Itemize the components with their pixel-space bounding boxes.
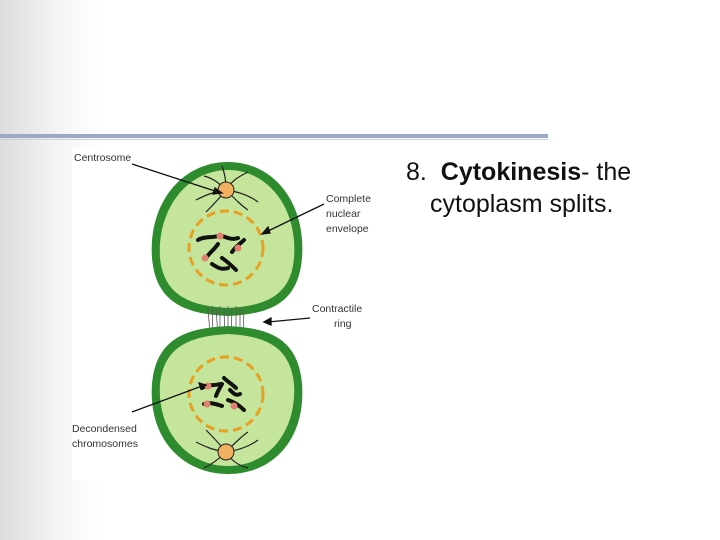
label-nuclear: nuclear: [326, 208, 361, 220]
bottom-nucleus-envelope: [187, 355, 265, 433]
top-centrosome-dot: [217, 181, 235, 199]
label-chromosomes: chromosomes: [72, 438, 138, 450]
definition-line2: cytoplasm splits.: [430, 190, 614, 218]
label-ring: ring: [334, 318, 352, 330]
cytokinesis-diagram: Centrosome Complete nuclear envelope Con…: [72, 148, 385, 480]
label-pointers: [131, 163, 325, 413]
term-cytokinesis: Cytokinesis: [440, 158, 582, 186]
item-number: 8.: [406, 158, 427, 186]
title-rule: [0, 134, 548, 138]
slide-body-text: 8. Cytokinesis- the cytoplasm splits.: [406, 156, 706, 220]
label-decondensed: Decondensed: [72, 423, 137, 435]
bottom-chromosomes: [200, 376, 246, 412]
top-daughter-cell: [151, 162, 303, 316]
label-envelope: envelope: [326, 223, 369, 235]
label-complete: Complete: [326, 193, 371, 205]
bottom-daughter-cell: [151, 326, 303, 474]
title-rule-thin: [0, 139, 548, 140]
bottom-centrosome-dot: [217, 443, 235, 461]
top-nucleus-envelope: [187, 209, 265, 287]
definition-start: - the: [581, 158, 632, 186]
label-centrosome: Centrosome: [74, 152, 131, 164]
label-contractile: Contractile: [312, 303, 362, 315]
